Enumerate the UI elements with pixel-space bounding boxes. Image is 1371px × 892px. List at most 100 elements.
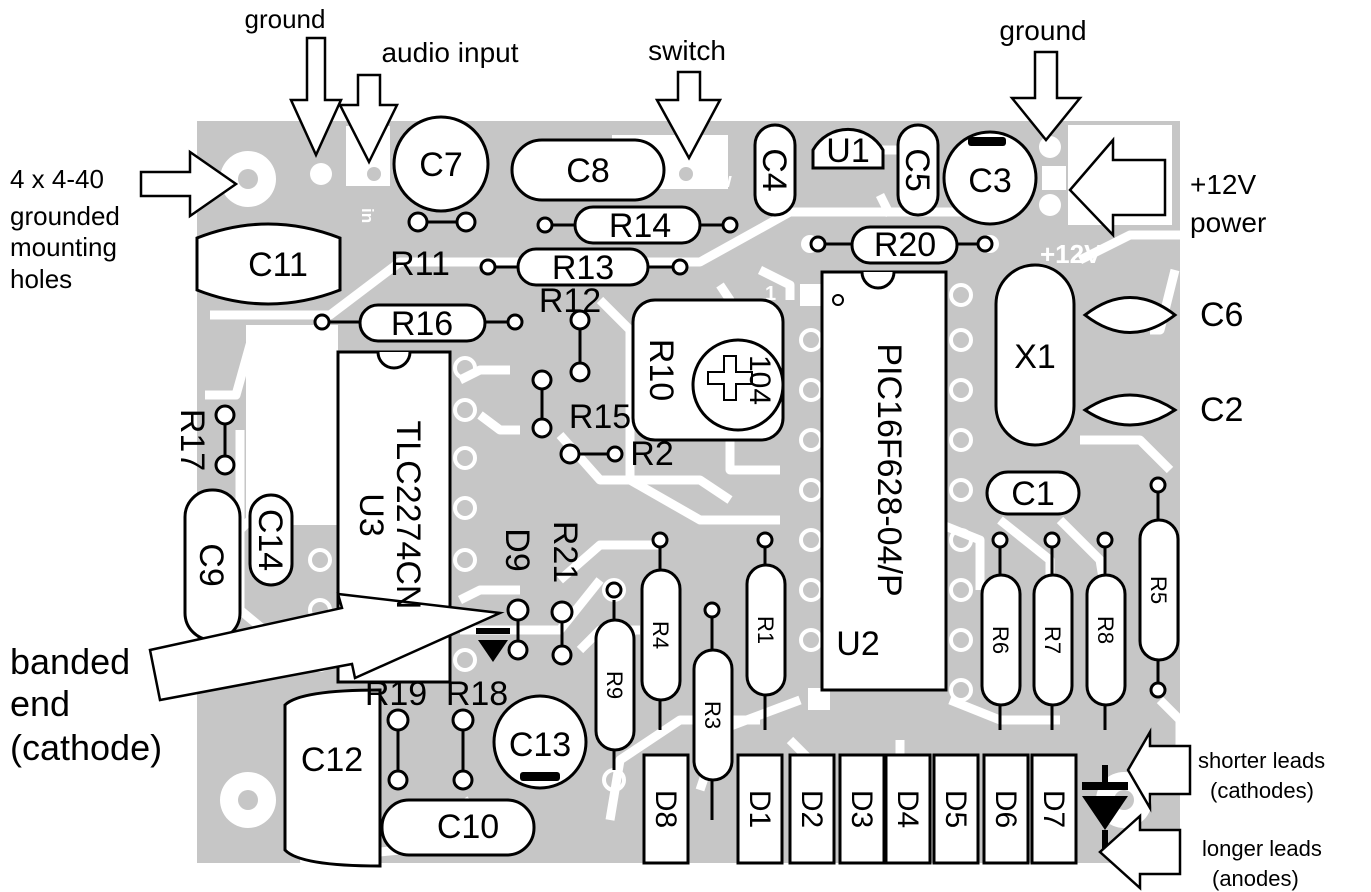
capacitor-c5 [896,123,940,217]
label-r4: R4 [648,621,673,649]
label-c14: C14 [251,509,289,571]
label-r12: R12 [539,282,601,320]
label-c5: C5 [898,148,936,191]
annotation-longer-line2: (anodes) [1212,866,1299,891]
annotation-switch: switch [648,35,726,66]
resistor-r3 [692,648,734,782]
led-d2 [788,753,836,865]
d7-diode-symbol [1082,765,1128,850]
arrow-audio-input [337,73,400,165]
label-d6: D6 [989,790,1022,828]
capacitor-c6 [1082,296,1178,334]
annotation-text: ground audio input switch ground 4 x 4-4… [10,4,1325,891]
label-u3-part: TLC2274CN [389,421,427,610]
capacitor-c1 [985,470,1081,516]
label-c12: C12 [301,741,363,779]
label-d7: D7 [1037,790,1070,828]
label-u2-part: PIC16F628-04/P [870,343,908,596]
resistor-r8 [1085,573,1127,707]
label-r6: R6 [988,626,1013,654]
silk-op-label: op [264,350,284,372]
arrow-switch [654,70,723,161]
led-labels: D8 D1 D2 D3 D4 D5 D6 D7 [649,790,1070,828]
annotation-power-line1: +12V [1190,169,1256,200]
capacitor-c7 [392,115,490,213]
label-c2: C2 [1200,391,1243,429]
trimmer-r10 [631,298,785,442]
label-x1: X1 [1014,338,1056,376]
label-r5: R5 [1146,576,1171,604]
annotation-ground-left: ground [245,4,326,34]
label-r20: R20 [874,226,936,264]
annotation-longer-line1: longer leads [1202,836,1322,861]
label-c10: C10 [437,808,499,846]
regulator-u1 [811,127,885,170]
label-r10: R10 [642,339,680,401]
silk-in-label: in [358,208,377,223]
resistor-r5 [1138,518,1180,662]
annotation-audio-input: audio input [381,37,518,68]
annotation-banded-line3: (cathode) [10,727,162,768]
capacitor-c14 [248,493,294,587]
label-r7: R7 [1040,626,1065,654]
annotation-mounting-line3: mounting [10,232,117,262]
label-d8: D8 [649,790,682,828]
led-d3 [838,753,886,865]
component-labels: C7 C8 C4 U1 C5 C3 C11 R11 R14 R13 R12 R1… [173,132,1243,846]
label-c3: C3 [968,162,1011,200]
silk-amp-label: amp [264,420,284,457]
label-r19: R19 [365,675,427,713]
arrow-ground-right [1009,50,1083,142]
arrow-mounting [139,149,239,219]
annotation-arrows [139,36,1192,891]
label-c13: C13 [509,726,571,764]
annotation-banded-line2: end [10,683,70,724]
polarity-marks [520,137,1006,781]
label-d9: D9 [498,528,536,571]
resistor-r1 [745,563,787,697]
resistor-r4 [640,568,682,702]
capacitor-c3 [942,130,1038,226]
led-d5 [932,753,980,865]
pot-adjust-cross [707,355,753,401]
label-r13: R13 [552,249,614,287]
label-r2: R2 [630,435,673,473]
label-r15: R15 [569,398,631,436]
label-r8: R8 [1093,616,1118,644]
capacitor-c11 [195,222,342,306]
capacitor-c2 [1082,393,1178,427]
annotation-shorter-line1: shorter leads [1198,748,1325,773]
annotation-banded-line1: banded [10,641,130,682]
d9-diode-symbol [476,628,510,662]
resistors [214,205,1180,820]
annotation-ground-right: ground [999,15,1086,46]
led-d7 [1030,753,1078,865]
arrow-shorter-leads [1126,727,1192,813]
resistor-r16 [358,303,487,343]
label-r3: R3 [700,701,725,729]
led-row [642,753,1078,865]
led-d4 [884,753,932,865]
arrow-longer-leads [1098,813,1182,891]
label-r1: R1 [753,616,778,644]
capacitor-c8 [510,138,666,202]
silk-plus12-label: +12V [1040,239,1102,269]
ic-u2-pin1-dot [832,294,844,306]
crystal-x1 [994,263,1076,447]
capacitor-c13 [492,694,588,790]
label-pot-value: 104 [743,355,776,405]
capacitor-c10 [380,798,536,857]
label-d3: D3 [845,790,878,828]
label-r11: R11 [390,245,450,283]
resistor-r9 [594,618,636,752]
led-d1 [736,753,784,865]
led-d6 [982,753,1030,865]
ic-u2 [820,270,948,692]
label-u2: U2 [836,625,879,663]
label-c6: C6 [1200,296,1243,334]
silk-pin1-left: 1 [765,283,776,305]
label-d1: D1 [743,790,776,828]
annotation-mounting-line1: 4 x 4-40 [10,164,104,194]
arrow-ground-left [289,36,343,159]
label-r9: R9 [602,671,627,699]
